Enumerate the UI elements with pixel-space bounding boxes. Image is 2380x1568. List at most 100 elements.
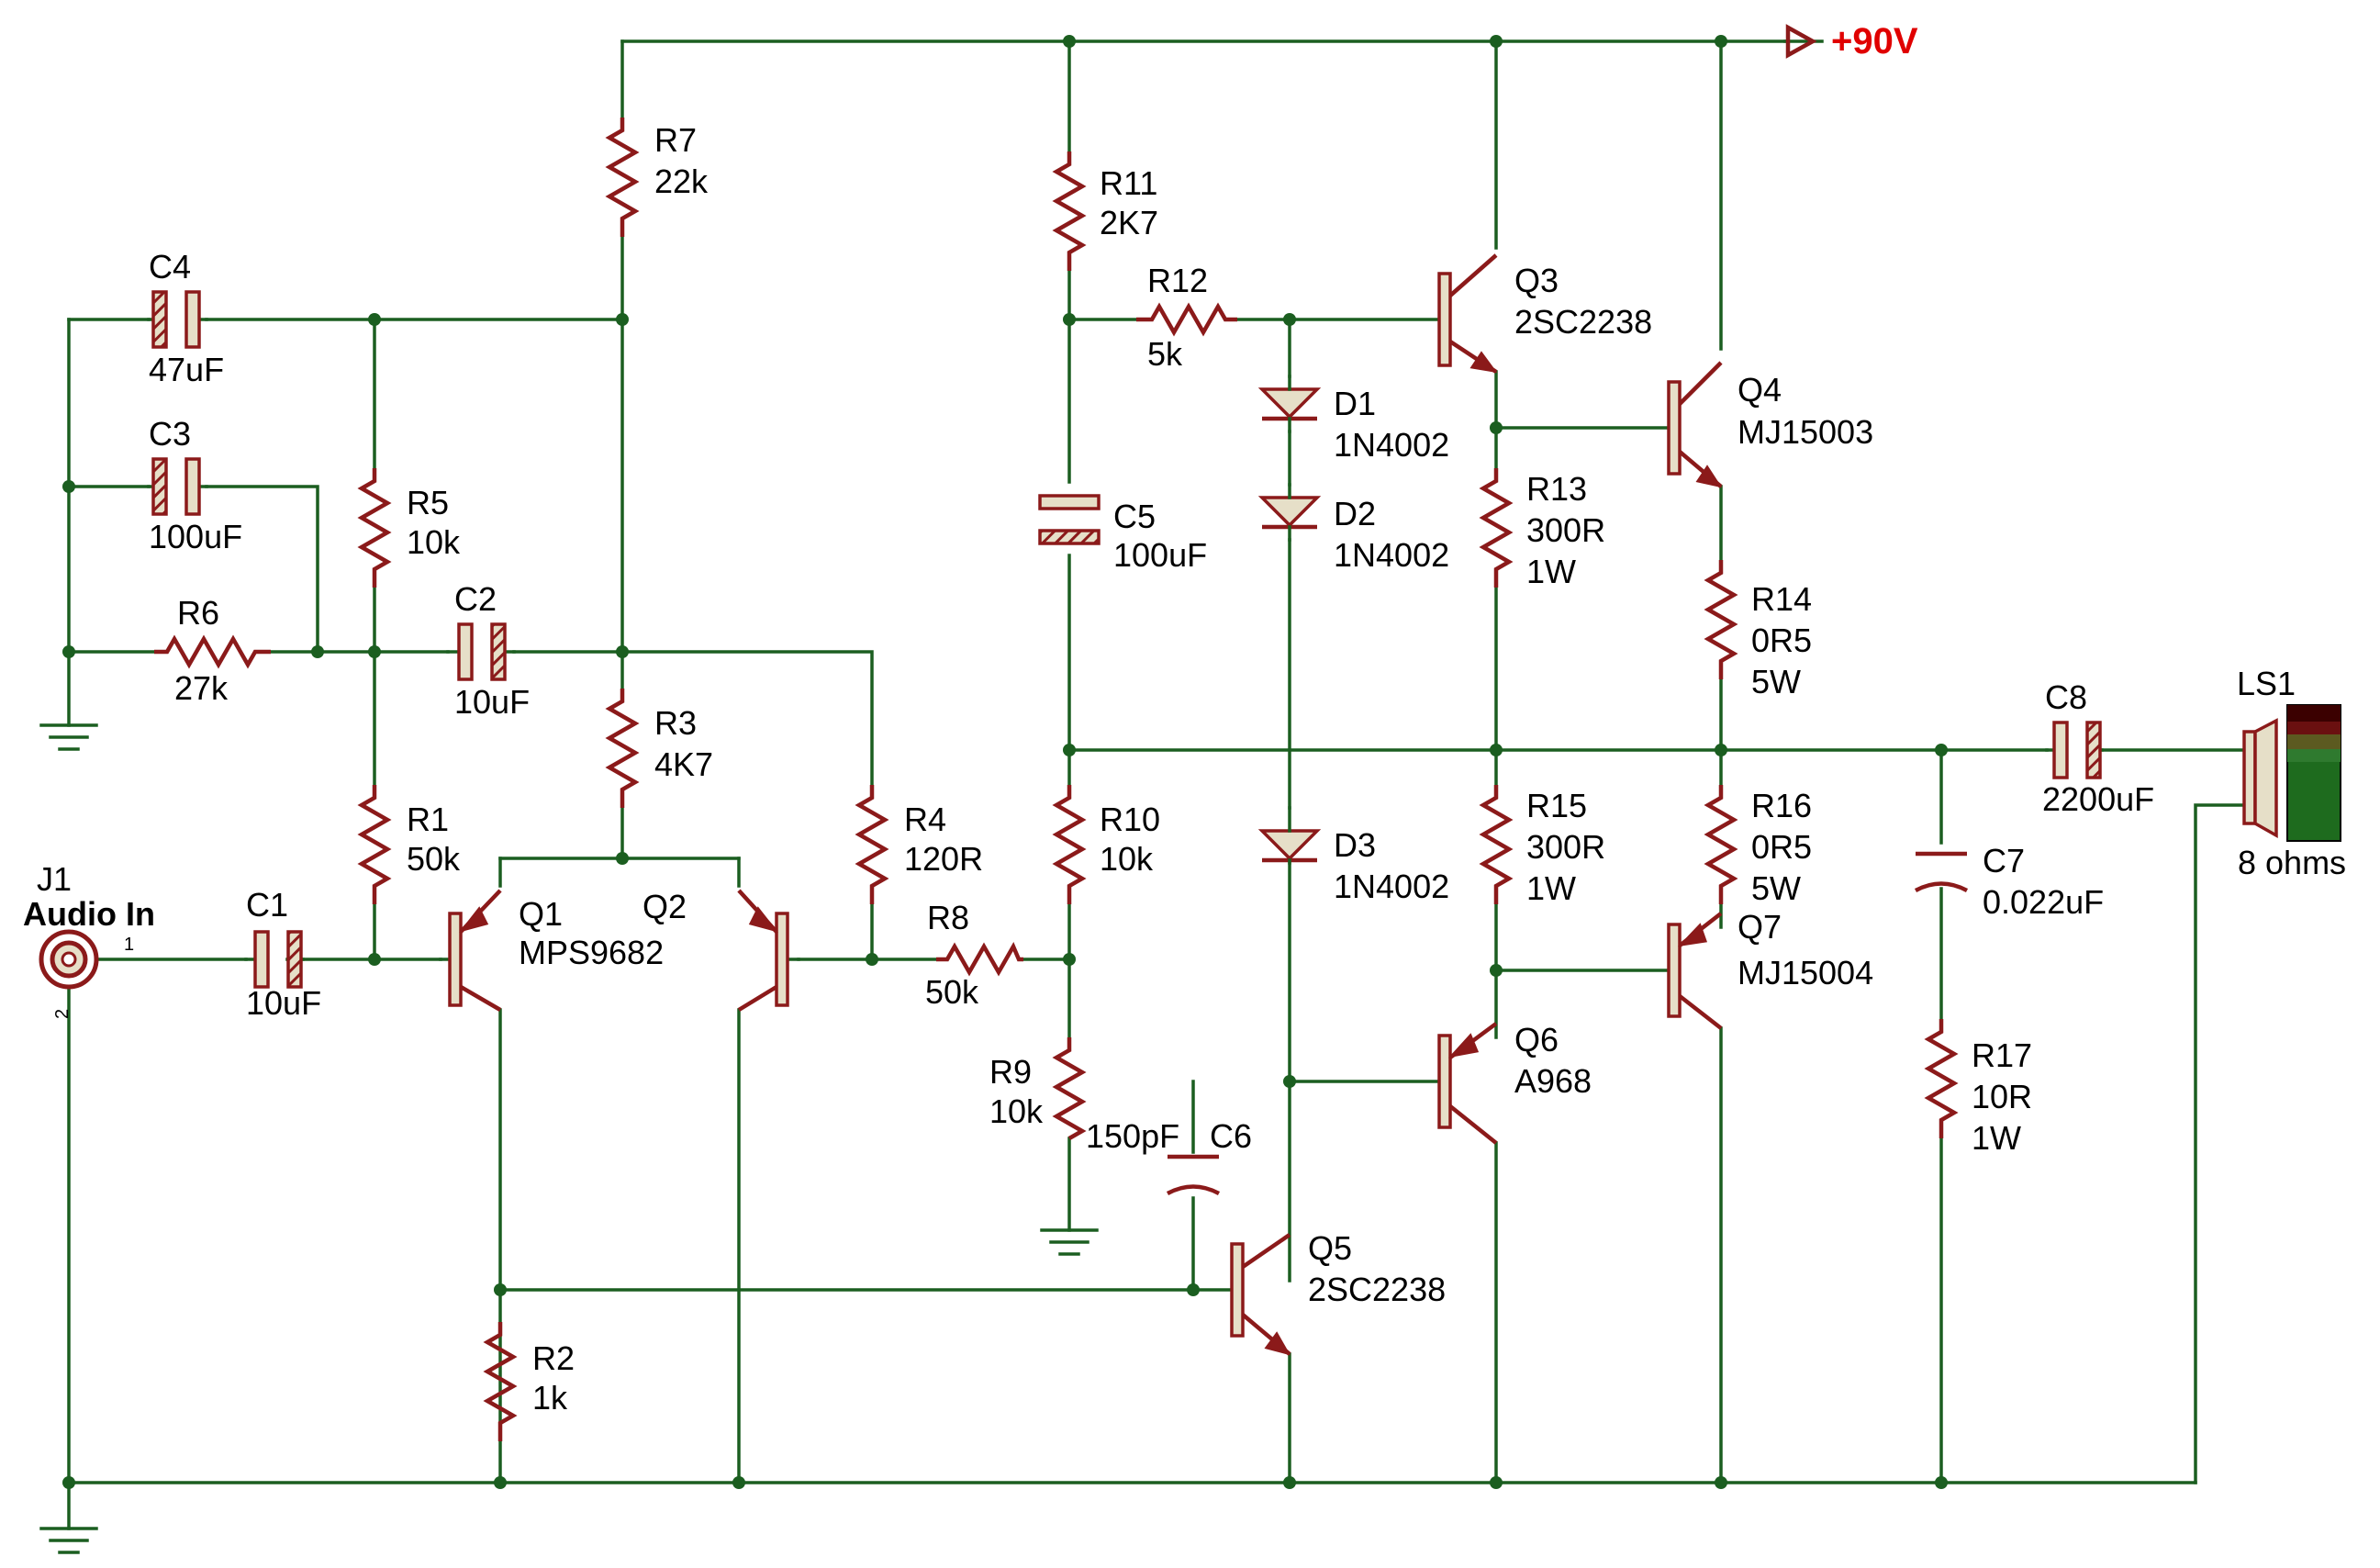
d3-value: 1N4002 [1334, 868, 1449, 905]
ls1-value: 8 ohms [2238, 844, 2346, 881]
r17-value: 10R [1972, 1078, 2032, 1115]
speaker-LS1[interactable]: LS1 8 ohms [2237, 665, 2346, 881]
ground-symbol [39, 1527, 98, 1554]
j1-pin2: 2 [52, 1009, 73, 1019]
resistor-R2[interactable]: R2 1k [483, 1322, 575, 1441]
resistor-R5[interactable]: R5 10k [357, 468, 461, 588]
q5-value: 2SC2238 [1308, 1271, 1446, 1308]
r9-value: 10k [989, 1092, 1044, 1130]
resistor-R13[interactable]: R13 300R 1W [1479, 468, 1605, 590]
capacitor-C3[interactable]: C3 100uF [147, 415, 242, 555]
r16-rating: 5W [1751, 869, 1801, 907]
r2-ref: R2 [532, 1339, 575, 1377]
c8-ref: C8 [2045, 678, 2087, 716]
q5-ref: Q5 [1308, 1229, 1352, 1267]
transistor-Q5[interactable]: Q5 2SC2238 [1191, 1229, 1446, 1356]
r16-value: 0R5 [1751, 828, 1812, 866]
c5-ref: C5 [1113, 498, 1156, 535]
c7-ref: C7 [1983, 842, 2025, 879]
q4-value: MJ15003 [1738, 413, 1873, 451]
r1-value: 50k [407, 840, 461, 878]
d1-ref: D1 [1334, 385, 1376, 422]
r1-ref: R1 [407, 801, 449, 838]
c5-value: 100uF [1113, 536, 1207, 574]
ground-symbol [1040, 1228, 1099, 1256]
resistor-R10[interactable]: R10 10k [1052, 785, 1160, 904]
d1-value: 1N4002 [1334, 426, 1449, 464]
resistor-R11[interactable]: R11 2K7 [1052, 151, 1158, 271]
c2-ref: C2 [454, 580, 497, 618]
capacitor-C2[interactable]: C2 10uF [446, 580, 530, 721]
r4-value: 120R [904, 840, 983, 878]
q6-ref: Q6 [1514, 1021, 1559, 1058]
j1-ref: J1 [37, 860, 72, 898]
resistor-R16[interactable]: R16 0R5 5W [1704, 785, 1812, 907]
transistor-Q2[interactable]: Q2 [642, 888, 800, 1012]
resistor-R9[interactable]: R9 10k [989, 1037, 1087, 1140]
c1-ref: C1 [246, 886, 288, 924]
transistor-Q1[interactable]: Q1 MPS9682 [439, 889, 664, 1012]
r15-value: 300R [1526, 828, 1605, 866]
capacitor-C4[interactable]: C4 47uF [147, 248, 224, 388]
q4-ref: Q4 [1738, 371, 1782, 409]
j1-label: Audio In [23, 895, 155, 933]
capacitor-C6[interactable]: C6 150pF [1086, 1117, 1252, 1196]
c8-value: 2200uF [2042, 780, 2154, 818]
r8-ref: R8 [927, 899, 969, 936]
resistor-R3[interactable]: R3 4K7 [605, 689, 713, 808]
r15-rating: 1W [1526, 869, 1576, 907]
r7-ref: R7 [654, 121, 697, 159]
r13-value: 300R [1526, 511, 1605, 549]
j1-pin1: 1 [124, 935, 134, 955]
resistor-R14[interactable]: R14 0R5 5W [1704, 560, 1812, 700]
r10-value: 10k [1100, 840, 1154, 878]
transistor-Q7[interactable]: Q7 MJ15004 [1667, 908, 1873, 1030]
diode-D2[interactable]: D2 1N4002 [1257, 483, 1449, 574]
r16-ref: R16 [1751, 787, 1812, 824]
r17-rating: 1W [1972, 1119, 2021, 1157]
resistor-R15[interactable]: R15 300R 1W [1479, 785, 1605, 907]
resistor-R1[interactable]: R1 50k [357, 785, 461, 904]
q6-value: A968 [1514, 1062, 1592, 1100]
wires [67, 39, 2246, 1530]
q7-value: MJ15004 [1738, 954, 1873, 991]
transistor-Q6[interactable]: Q6 A968 [1437, 1021, 1592, 1145]
capacitor-C1[interactable]: C1 10uF [244, 886, 321, 1022]
r5-value: 10k [407, 523, 461, 561]
r9-ref: R9 [989, 1053, 1032, 1091]
ls1-ref: LS1 [2237, 665, 2296, 702]
diode-D3[interactable]: D3 1N4002 [1257, 806, 1449, 905]
resistor-R7[interactable]: R7 22k [605, 118, 709, 237]
diode-D1[interactable]: D1 1N4002 [1257, 375, 1449, 464]
q1-ref: Q1 [519, 895, 563, 933]
r13-rating: 1W [1526, 553, 1576, 590]
junctions [62, 35, 1948, 1489]
r3-value: 4K7 [654, 745, 713, 783]
r6-ref: R6 [177, 594, 219, 632]
r3-ref: R3 [654, 704, 697, 742]
r7-value: 22k [654, 162, 709, 200]
resistor-R17[interactable]: R17 10R 1W [1924, 1019, 2032, 1157]
transistor-Q3[interactable]: Q3 2SC2238 [1437, 253, 1652, 374]
r11-ref: R11 [1100, 164, 1157, 202]
supply-label: +90V [1831, 21, 1918, 62]
resistor-R8[interactable]: R8 50k [925, 899, 1023, 1011]
resistor-R6[interactable]: R6 27k [154, 594, 271, 707]
input-jack-J1[interactable]: J1 Audio In 1 2 [23, 860, 155, 1019]
c4-ref: C4 [149, 248, 191, 286]
capacitor-C8[interactable]: C8 2200uF [2042, 678, 2154, 818]
resistor-R4[interactable]: R4 120R [855, 785, 983, 904]
supply-terminal: +90V [1783, 21, 1918, 62]
resistor-R12[interactable]: R12 5k [1136, 262, 1237, 373]
capacitor-C5[interactable]: C5 100uF [1038, 494, 1207, 574]
c2-value: 10uF [454, 683, 530, 721]
q1-value: MPS9682 [519, 934, 664, 971]
r13-ref: R13 [1526, 470, 1587, 508]
transistor-Q4[interactable]: Q4 MJ15003 [1667, 361, 1873, 488]
speaker-level-band [2287, 749, 2341, 762]
capacitor-C7[interactable]: C7 0.022uF [1914, 842, 2104, 921]
q3-value: 2SC2238 [1514, 303, 1652, 341]
r14-rating: 5W [1751, 663, 1801, 700]
c4-value: 47uF [149, 351, 224, 388]
